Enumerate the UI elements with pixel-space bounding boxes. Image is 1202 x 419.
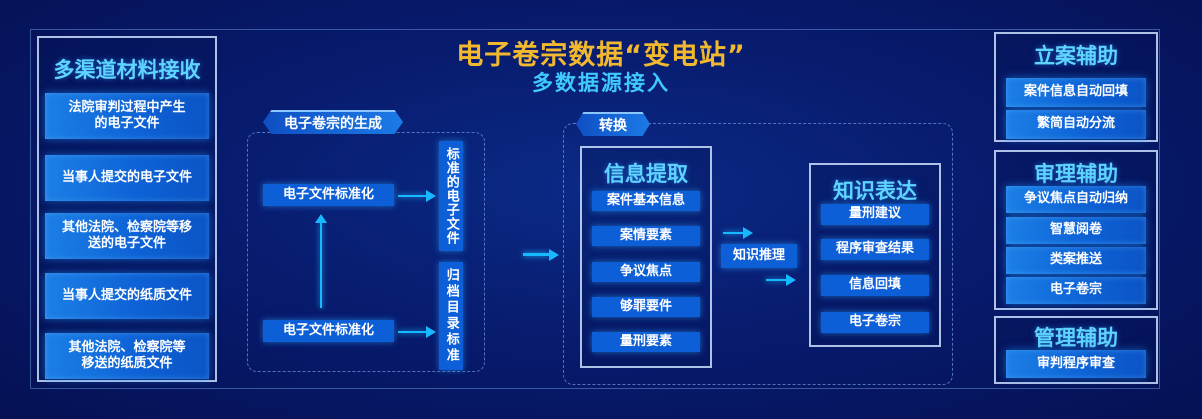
arrow-to-reasoning <box>723 232 743 234</box>
arrow-to-conversion <box>523 253 549 256</box>
extract-item-dispute-focus[interactable]: 争议焦点 <box>592 262 700 282</box>
trial-item-smart-reading[interactable]: 智慧阅卷 <box>1006 217 1146 244</box>
extract-title: 信息提取 <box>604 162 688 186</box>
express-title: 知识表达 <box>833 179 917 203</box>
left-item-transferred-electronic[interactable]: 其他法院、检察院等移 送的电子文件 <box>45 213 209 259</box>
management-item-procedure-review[interactable]: 审判程序审查 <box>1006 350 1146 378</box>
standardize-bottom-button[interactable]: 电子文件标准化 <box>263 320 394 342</box>
trial-item-similar-cases[interactable]: 类案推送 <box>1006 247 1146 274</box>
management-title: 管理辅助 <box>1034 326 1118 350</box>
reasoning-button[interactable]: 知识推理 <box>721 244 797 268</box>
filing-title: 立案辅助 <box>1034 44 1118 68</box>
express-item-info-backfill[interactable]: 信息回填 <box>821 275 929 296</box>
extract-item-sentencing-factors[interactable]: 量刑要素 <box>592 332 700 352</box>
left-panel-title: 多渠道材料接收 <box>53 58 201 82</box>
left-item-transferred-paper[interactable]: 其他法院、检察院等 移送的纸质文件 <box>45 333 209 379</box>
standardize-top-button[interactable]: 电子文件标准化 <box>263 184 394 206</box>
outer-frame <box>30 29 1160 389</box>
arrow-from-reasoning <box>766 279 786 281</box>
trial-item-e-dossier[interactable]: 电子卷宗 <box>1006 277 1146 304</box>
page-subtitle: 多数据源接入 <box>532 71 670 95</box>
trial-title: 审理辅助 <box>1034 162 1118 186</box>
express-item-sentencing-advice[interactable]: 量刑建议 <box>821 204 929 225</box>
arrow-standardize-top <box>398 195 426 197</box>
left-panel: 多渠道材料接收 <box>37 36 217 382</box>
archive-catalog-box: 归档目录标准 <box>439 262 463 370</box>
vertical-connector-arrowhead <box>315 214 327 223</box>
standard-e-file-text: 标准的电子文件 <box>443 147 459 245</box>
express-item-procedure-result[interactable]: 程序审查结果 <box>821 239 929 260</box>
left-item-party-electronic[interactable]: 当事人提交的电子文件 <box>45 155 209 201</box>
conversion-tab: 转换 <box>576 112 650 136</box>
extract-item-crime-elements[interactable]: 够罪要件 <box>592 297 700 317</box>
trial-item-dispute-summary[interactable]: 争议焦点自动归纳 <box>1006 186 1146 213</box>
generation-tab: 电子卷宗的生成 <box>263 110 403 134</box>
extract-item-case-info[interactable]: 案件基本信息 <box>592 191 700 211</box>
arrow-standardize-bottom <box>398 331 426 333</box>
archive-catalog-text: 归档目录标准 <box>443 268 459 364</box>
express-item-e-dossier[interactable]: 电子卷宗 <box>821 312 929 333</box>
extract-panel: 信息提取 <box>580 146 712 368</box>
standard-e-file-box: 标准的电子文件 <box>439 141 463 251</box>
left-item-party-paper[interactable]: 当事人提交的纸质文件 <box>45 273 209 319</box>
page-title: 电子卷宗数据“变电站” <box>456 40 746 71</box>
filing-item-auto-backfill[interactable]: 案件信息自动回填 <box>1006 78 1146 107</box>
filing-item-complexity-routing[interactable]: 繁简自动分流 <box>1006 110 1146 139</box>
extract-item-case-elements[interactable]: 案情要素 <box>592 226 700 246</box>
conversion-frame <box>563 123 953 385</box>
left-item-court-generated[interactable]: 法院审判过程中产生 的电子文件 <box>45 93 209 139</box>
vertical-connector <box>320 222 322 308</box>
